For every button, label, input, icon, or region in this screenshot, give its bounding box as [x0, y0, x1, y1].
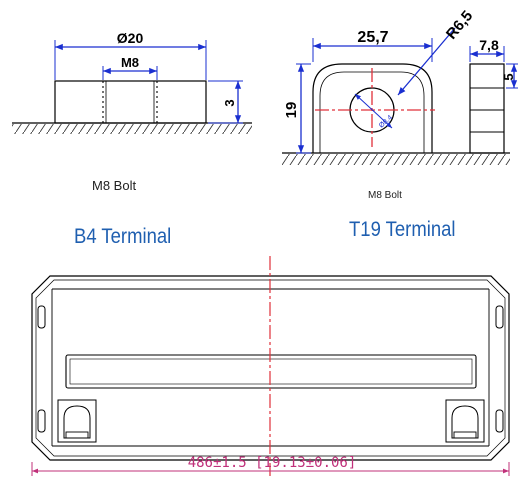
- t19-dim-width: 25,7: [357, 29, 388, 46]
- t19-dim-height: 19: [283, 102, 300, 119]
- b4-bolt-label: M8 Bolt: [92, 178, 137, 193]
- battery-top-view: 486±1.5 [19.13±0.06]: [31, 256, 510, 476]
- t19-dim-side: 5: [501, 73, 516, 80]
- b4-dim-inner: M8: [121, 55, 139, 70]
- t19-bolt-label: M8 Bolt: [368, 190, 402, 201]
- t19-dim-radius: R6,5: [443, 8, 476, 43]
- b4-terminal-drawing: Ø20 M8 3: [12, 30, 252, 134]
- t19-terminal-label: T19 Terminal: [349, 218, 456, 241]
- b4-terminal-label: B4 Terminal: [74, 225, 172, 248]
- b4-dim-height: 3: [222, 99, 237, 106]
- t19-terminal-drawing: 25,7 R6,5 7,8 19 5 Ø8,4: [282, 8, 518, 165]
- t19-dim-thickness: 7,8: [479, 37, 499, 53]
- battery-dim-length: 486±1.5 [19.13±0.06]: [188, 455, 357, 471]
- b4-dim-outer: Ø20: [117, 30, 144, 46]
